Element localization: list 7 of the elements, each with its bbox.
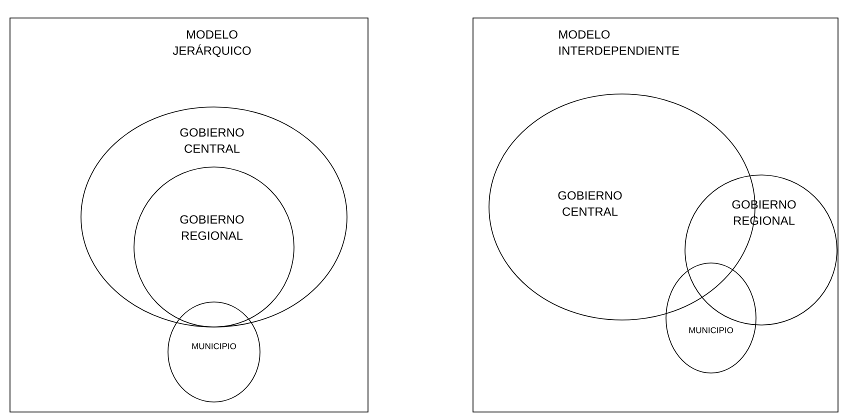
circle-label: MUNICIPIO <box>689 327 734 334</box>
title: MODELO JERÁRQUICO <box>172 30 251 58</box>
circle-label: GOBIERNO REGIONAL <box>180 215 244 240</box>
circle-label: GOBIERNO CENTRAL <box>558 191 622 216</box>
circle-label: GOBIERNO CENTRAL <box>180 128 244 153</box>
circle-label: MUNICIPIO <box>192 343 236 350</box>
title: MODELO INTERDEPENDIENTE <box>559 30 680 55</box>
